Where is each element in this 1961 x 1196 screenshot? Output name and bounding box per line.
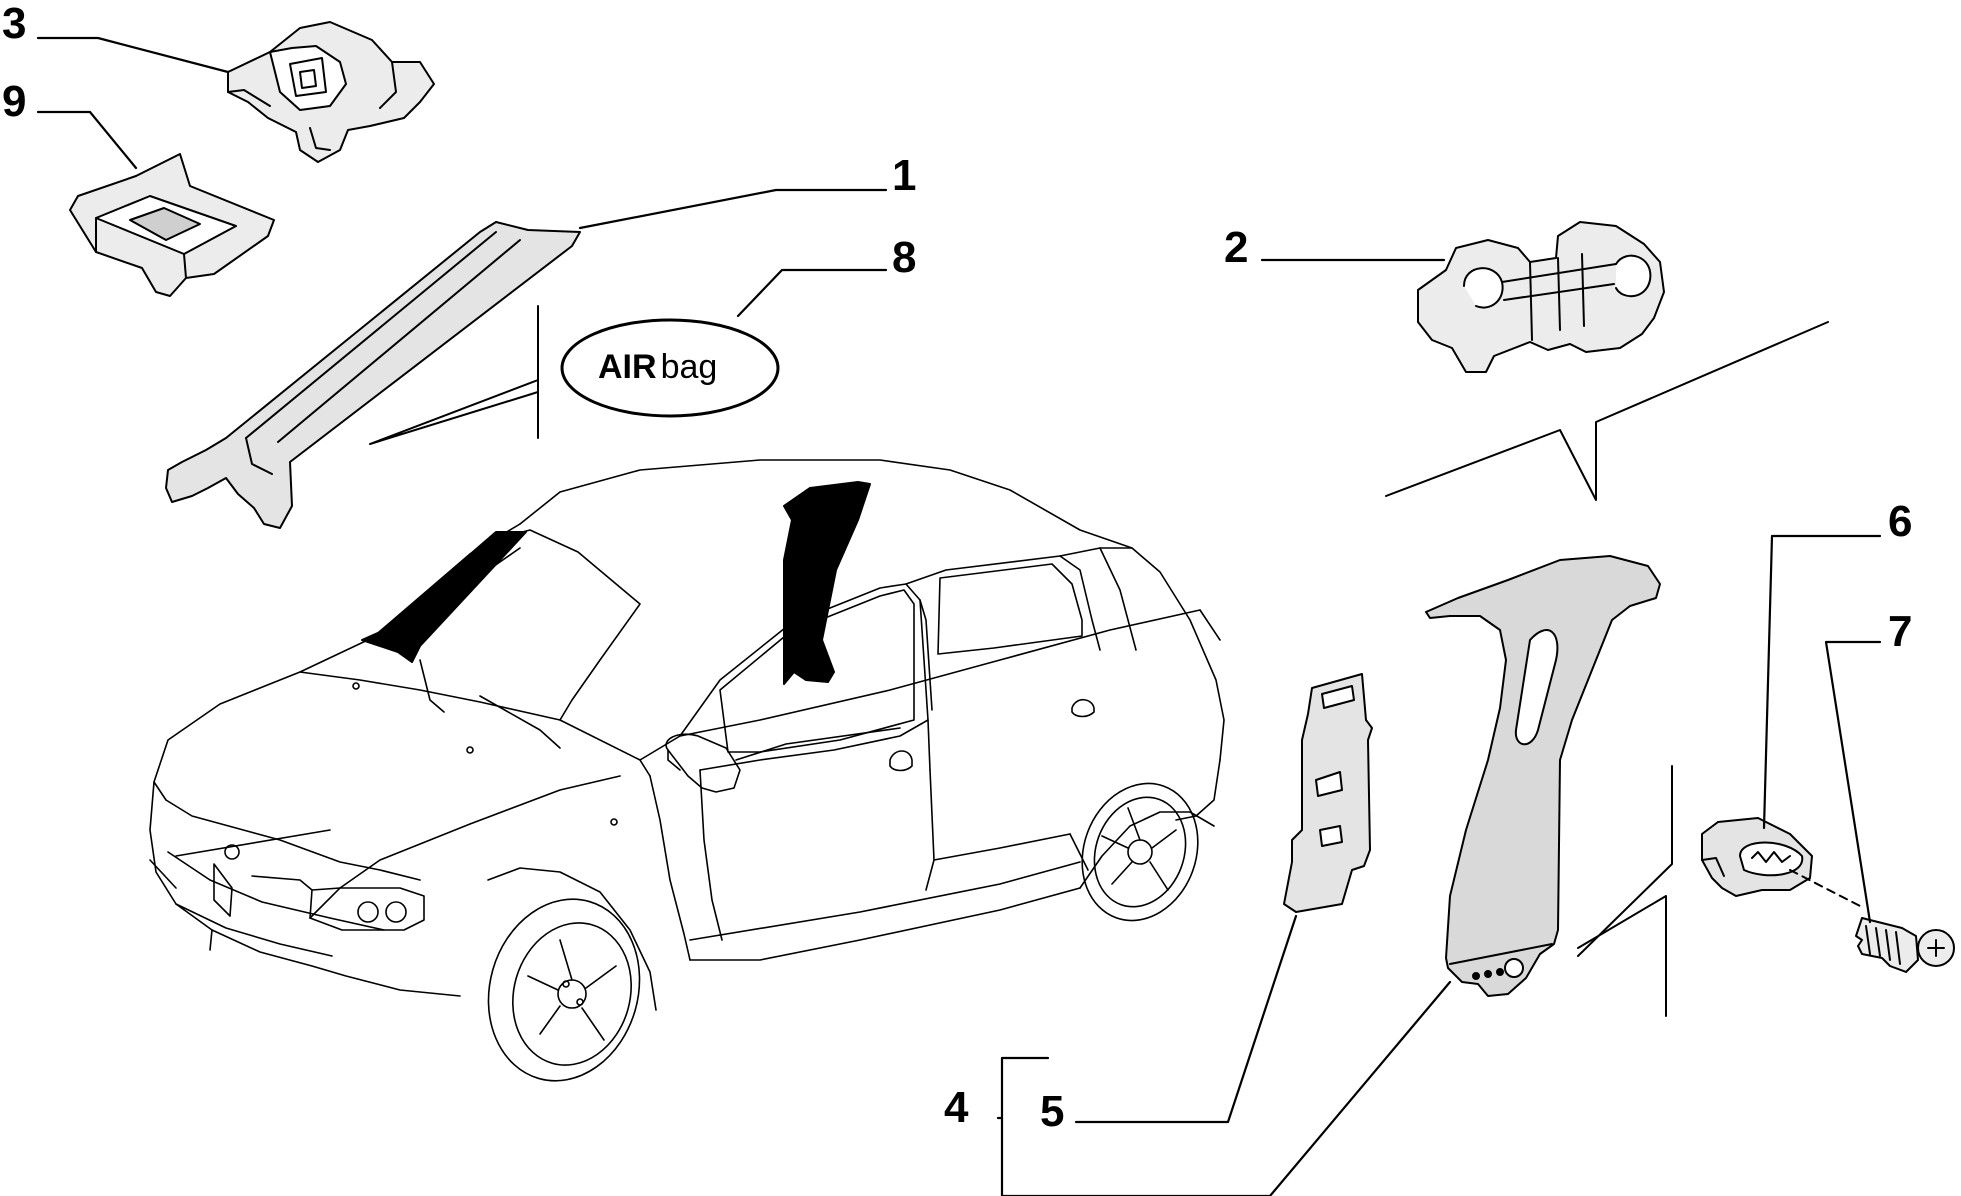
callout-5: 5	[1040, 1087, 1065, 1136]
part-2-double-clip	[1417, 221, 1665, 373]
car-a-pillar-highlight	[361, 531, 527, 663]
assembly-axis	[1789, 869, 1861, 907]
section-line-part4-lower	[1577, 765, 1673, 1017]
part-3-clip	[227, 21, 435, 163]
part-1-pillar-trim	[165, 221, 581, 529]
part-5-bracket	[1283, 673, 1373, 913]
section-line-part4	[1385, 321, 1829, 501]
airbag-label-rest: bag	[660, 348, 718, 386]
part-7-screw	[1855, 917, 1955, 973]
part-9-tray	[69, 153, 275, 297]
leader-lines	[36, 36, 1882, 1196]
callout-1: 1	[892, 151, 917, 200]
callout-4: 4	[944, 1083, 969, 1132]
callout-6: 6	[1888, 497, 1913, 546]
part-4-b-pillar-trim	[1425, 555, 1661, 997]
car-b-pillar-highlight	[783, 481, 871, 685]
airbag-label-strong: AIR	[598, 348, 657, 386]
callout-2: 2	[1224, 223, 1249, 272]
callout-3: 3	[2, 0, 27, 48]
callout-8: 8	[892, 233, 917, 282]
part-6-clip-nut	[1701, 817, 1813, 897]
section-line-part1	[369, 305, 539, 445]
car-illustration	[149, 459, 1225, 1082]
callout-7: 7	[1888, 607, 1913, 656]
callout-9: 9	[2, 77, 27, 126]
airbag-label-ellipse	[560, 318, 780, 418]
